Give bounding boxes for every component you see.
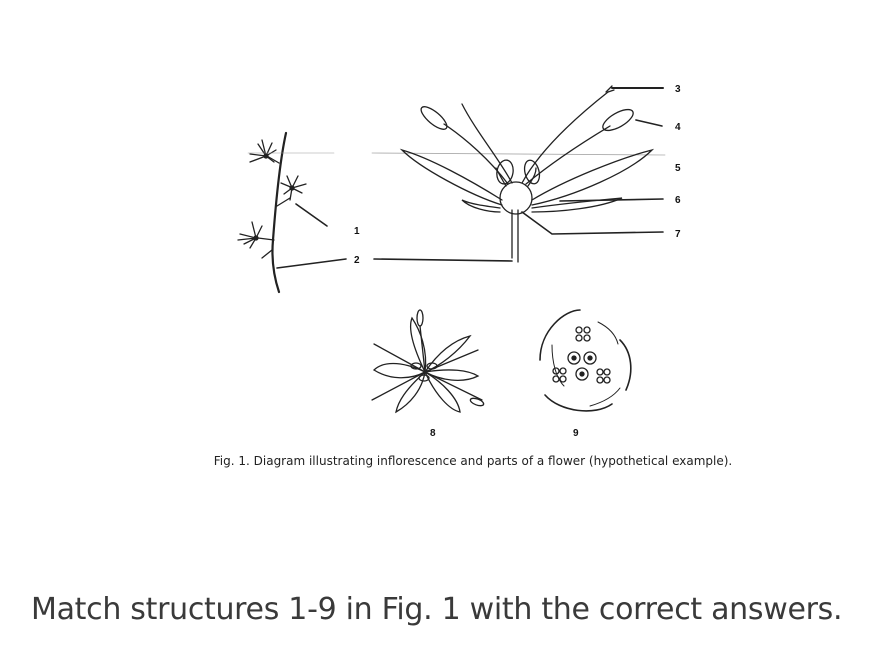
label-4: 4 <box>675 122 681 133</box>
label-5: 5 <box>675 163 681 174</box>
label-7: 7 <box>675 229 681 240</box>
inflorescence-drawing <box>237 131 347 294</box>
figure-caption: Fig. 1. Diagram illustrating inflorescen… <box>213 454 733 468</box>
label-9: 9 <box>573 428 579 439</box>
label-6: 6 <box>675 195 681 206</box>
label-8: 8 <box>430 428 436 439</box>
label-1: 1 <box>354 226 360 237</box>
cluster-bottom <box>237 221 263 249</box>
flower-side-view <box>371 85 666 263</box>
floral-diagram <box>539 309 632 412</box>
question-text: Match structures 1-9 in Fig. 1 with the … <box>31 592 843 627</box>
label-3: 3 <box>675 84 681 95</box>
label-2: 2 <box>354 255 360 266</box>
cluster-middle <box>283 175 307 201</box>
flower-top-view <box>371 309 485 414</box>
flower-diagram: 1 2 3 4 5 6 7 8 9 <box>237 84 681 439</box>
